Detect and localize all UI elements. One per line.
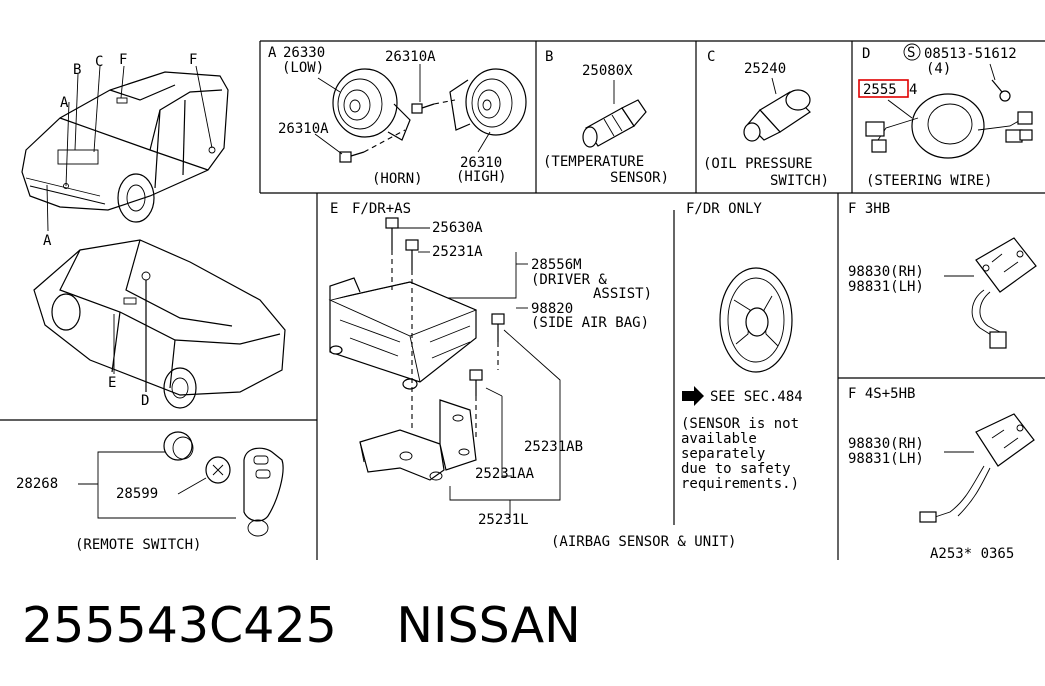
airbag-part-28556m: 28556M [531, 257, 582, 273]
steering-caption: (STEERING WIRE) [866, 173, 992, 189]
temperature-caption-1: (TEMPERATURE [543, 154, 644, 170]
airbag-section-label: E [330, 201, 338, 217]
airbag-part-98820-desc: (SIDE AIR BAG) [531, 315, 649, 331]
fdr-section: F/DR ONLY SEE SEC.484 (SENSOR is not ava… [681, 201, 803, 492]
horn-section: A 26330 (LOW) 26310A 26310A 26310 (HIGH)… [268, 45, 527, 187]
fdr-note-line-2: available [681, 431, 757, 447]
callout-f: F [119, 52, 127, 68]
screw-symbol-icon [903, 43, 921, 61]
fdr-note-line-4: due to safety [681, 461, 791, 477]
steering-wheel-icon [719, 267, 793, 373]
airbag-part-25231aa: 25231AA [475, 466, 535, 482]
horn-high-icon [449, 68, 527, 136]
arrow-right-icon [682, 386, 704, 406]
airbag-part-25231ab: 25231AB [524, 439, 583, 455]
steering-screw-qty: (4) [926, 61, 951, 77]
part-caption: 255543C425 NISSAN [22, 596, 581, 656]
fdr-see-ref: SEE SEC.484 [710, 389, 803, 405]
horn-low-part: 26330 [283, 45, 325, 61]
steering-section: D S 08513-51612 (4) 2555 4 (STEERING WIR… [858, 43, 1033, 189]
temperature-section: B 25080X (TEMPERATURE SENSOR) [543, 49, 669, 186]
steering-wire-icon [865, 93, 1033, 159]
harness-4s-title: F 4S+5HB [848, 386, 915, 402]
horn-bolt-part-1: 26310A [385, 49, 436, 65]
oil-caption-1: (OIL PRESSURE [703, 156, 813, 172]
diagram-id: A253* 0365 [930, 546, 1014, 562]
fdr-note-line-5: requirements.) [681, 476, 799, 492]
remote-caption: (REMOTE SWITCH) [75, 537, 201, 553]
steering-screw-part: 08513-51612 [924, 46, 1017, 62]
callout-c: C [95, 54, 103, 70]
oil-part: 25240 [744, 61, 786, 77]
harness-4s-icon [919, 413, 1035, 523]
frame-lines [0, 40, 1045, 560]
harness-3hb-rh: 98830(RH) [848, 264, 924, 280]
fdr-title: F/DR ONLY [686, 201, 762, 217]
brand-name: NISSAN [396, 597, 581, 654]
harness-3hb-icon [971, 237, 1037, 349]
temperature-caption-2: SENSOR) [610, 170, 669, 186]
horn-section-label: A [268, 45, 277, 61]
temperature-part: 25080X [582, 63, 633, 79]
horn-high-label: (HIGH) [456, 169, 507, 185]
callout-b: B [73, 62, 81, 78]
airbag-part-25231a: 25231A [432, 244, 483, 260]
horn-high-part: 26310 [460, 155, 502, 171]
steering-screw-icon [989, 63, 1011, 102]
airbag-bracket-icon [359, 399, 477, 481]
airbag-part-98820: 98820 [531, 301, 573, 317]
airbag-section: E F/DR+AS 25630A 25231A 28556M (DRIVER &… [328, 201, 736, 550]
remote-key-fob-icon [243, 447, 284, 537]
part-number: 255543C425 [22, 597, 337, 654]
airbag-caption: (AIRBAG SENSOR & UNIT) [551, 534, 736, 550]
remote-part-28268: 28268 [16, 476, 58, 492]
oil-section-label: C [707, 49, 715, 65]
horn-bolt-part-2: 26310A [278, 121, 329, 137]
steering-wire-part-suffix: 4 [909, 82, 917, 98]
horn-bolt-icon [339, 103, 435, 163]
harness-4s-rh: 98830(RH) [848, 436, 924, 452]
horn-caption: (HORN) [372, 171, 423, 187]
remote-part-28599: 28599 [116, 486, 158, 502]
fdr-note-line-1: (SENSOR is not [681, 416, 799, 432]
temperature-sensor-icon [582, 99, 647, 148]
oil-caption-2: SWITCH) [770, 173, 829, 189]
screw-symbol: S [907, 45, 915, 61]
car-rear-drawing [33, 239, 286, 409]
harness-3hb-title: F 3HB [848, 201, 890, 217]
temperature-section-label: B [545, 49, 553, 65]
airbag-variant: F/DR+AS [352, 201, 411, 217]
fdr-note-line-3: separately [681, 446, 765, 462]
steering-wire-part-highlighted: 2555 [863, 82, 897, 98]
horn-low-label: (LOW) [282, 60, 324, 76]
callout-a-lower: A [43, 233, 52, 249]
coin-cell-icon [205, 456, 231, 484]
harness-3hb-section: F 3HB 98830(RH) 98831(LH) [848, 201, 1037, 349]
oil-section: C 25240 (OIL PRESSURE SWITCH) [703, 49, 829, 189]
harness-4s-section: F 4S+5HB 98830(RH) 98831(LH) A253* 0365 [848, 386, 1035, 562]
harness-3hb-lh: 98831(LH) [848, 279, 924, 295]
airbag-part-28556m-desc-1: (DRIVER & [531, 272, 607, 288]
harness-4s-lh: 98831(LH) [848, 451, 924, 467]
battery-icon [163, 431, 194, 461]
car-front-drawing [21, 65, 229, 232]
callout-e: E [108, 375, 116, 391]
car-callouts: A B C F F A E D [43, 52, 197, 409]
airbag-part-25630a: 25630A [432, 220, 483, 236]
oil-switch-icon [743, 89, 811, 142]
callout-a: A [60, 95, 69, 111]
airbag-bolts-icon [385, 217, 505, 396]
horn-low-icon [332, 68, 411, 141]
callout-d: D [141, 393, 149, 409]
airbag-part-28556m-desc-2: ASSIST) [593, 286, 652, 302]
airbag-unit-icon [328, 277, 478, 390]
callout-f-right: F [189, 52, 197, 68]
part-highlight-box [858, 79, 909, 98]
airbag-part-25231l: 25231L [478, 512, 529, 528]
remote-section: 28268 28599 (REMOTE SWITCH) [16, 431, 284, 553]
steering-section-label: D [862, 46, 870, 62]
